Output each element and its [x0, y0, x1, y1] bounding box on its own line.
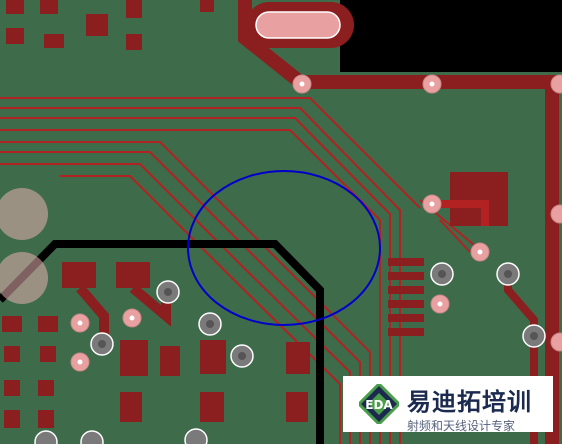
bottom-left-pads	[2, 262, 310, 428]
watermark-logo: EDA 易迪拓培训 射频和天线设计专家	[343, 376, 553, 433]
via-drills	[77, 81, 483, 365]
eda-badge-text: EDA	[365, 398, 393, 412]
board-cutout	[340, 0, 562, 72]
via	[550, 74, 562, 94]
via	[550, 332, 562, 352]
via	[550, 204, 562, 224]
slot-pad[interactable]	[246, 2, 354, 48]
selection-highlight-circle[interactable]	[187, 170, 381, 326]
mounting-hole-pad[interactable]	[0, 188, 48, 240]
brand-tagline: 射频和天线设计专家	[407, 419, 516, 433]
through-hole-pads	[34, 262, 546, 444]
top-left-pads	[6, 0, 214, 50]
eda-diamond-icon: EDA	[359, 384, 399, 424]
brand-name: 易迪拓培训	[407, 388, 532, 416]
mounting-hole-pad[interactable]	[0, 252, 48, 304]
